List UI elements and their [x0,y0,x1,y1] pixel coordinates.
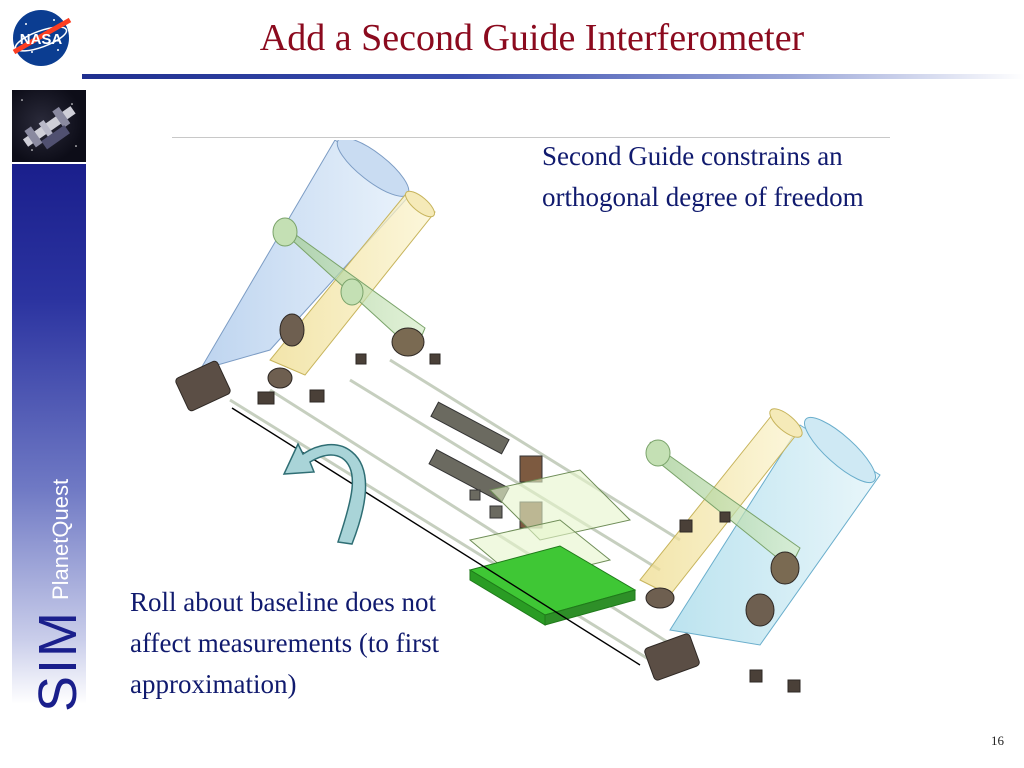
page-number: 16 [991,733,1004,748]
left-guide-green-tube [272,217,426,353]
right-collector-hardware [644,511,801,693]
sim-instrument-diagram [175,140,881,693]
content-top-rule [172,137,890,138]
left-collector-hardware [175,313,441,412]
roll-arrow-icon [282,442,367,545]
svg-text:NASA: NASA [20,31,63,48]
sidebar-band [12,164,86,704]
nasa-logo: NASA [12,10,72,66]
spacecraft-photo [12,90,86,162]
svg-text:PlanetQuest: PlanetQuest [48,479,73,600]
title-divider [82,74,1024,79]
instrument-bench [468,469,637,626]
second-guide-note: Second Guide constrains an orthogonal de… [542,141,864,212]
roll-baseline-note: Roll about baseline does not affect meas… [130,587,440,699]
sim-planetquest-logo: PlanetQuest SIM [28,479,88,712]
svg-text:SIM: SIM [28,610,88,712]
slide-title: Add a Second Guide Interferometer [259,17,805,59]
